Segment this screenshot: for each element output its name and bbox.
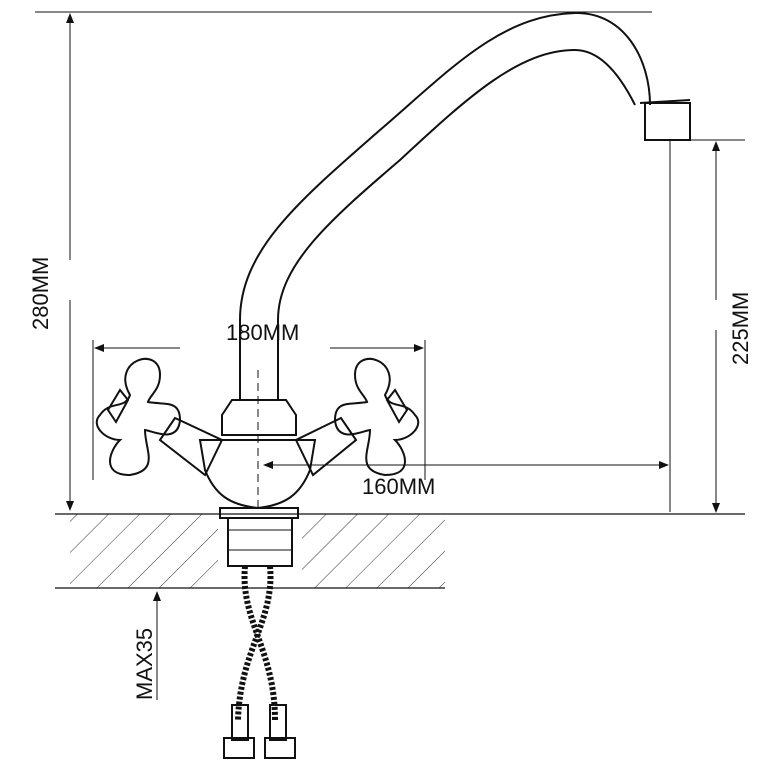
faucet-body (158, 399, 358, 567)
countertop (55, 513, 745, 589)
spout (239, 11, 691, 400)
right-handle (333, 358, 420, 477)
spout-height-label: 225MM (728, 292, 753, 365)
max-thickness-label: MAX35 (132, 628, 157, 700)
dimension-lines (35, 11, 745, 700)
total-height-label: 280MM (28, 257, 53, 330)
handle-width-label: 180MM (226, 320, 299, 345)
supply-hoses (223, 565, 296, 759)
left-handle (95, 358, 182, 477)
spout-reach-label: 160MM (362, 474, 435, 499)
